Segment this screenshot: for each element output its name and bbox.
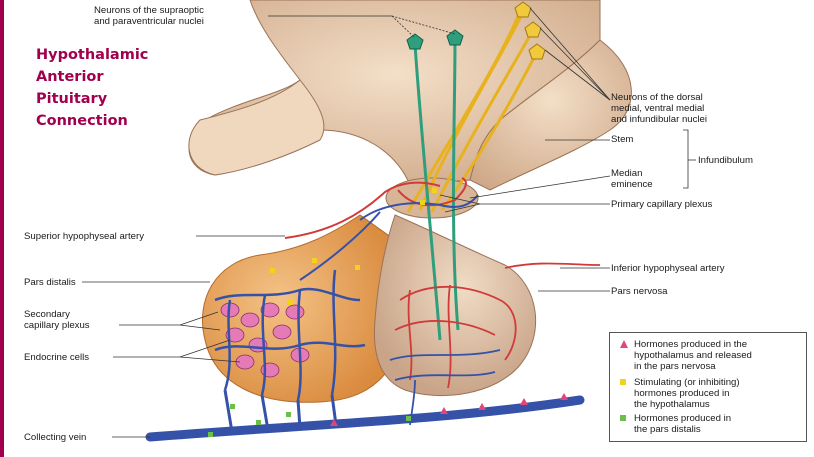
green-square-icon	[620, 415, 626, 421]
optic-fold	[188, 79, 325, 176]
label-secondary-capillary-plexus: Secondary capillary plexus	[24, 309, 90, 331]
posterior-capillaries-red	[394, 262, 601, 389]
stimulating-hormone-markers	[270, 188, 437, 305]
pars-distalis-hormone-markers	[208, 404, 411, 437]
vein-branches	[223, 389, 338, 433]
primary-capillary-plexus-blue	[299, 194, 479, 281]
title-line: Connection	[36, 113, 128, 129]
accent-bar	[0, 0, 4, 457]
label-median-eminence: Median eminence	[611, 168, 653, 190]
label-endocrine-cells: Endocrine cells	[24, 352, 90, 363]
title-line: Anterior	[36, 69, 104, 85]
label-infundibulum: Infundibulum	[698, 155, 753, 166]
diagram-title: Hypothalamic Anterior Pituitary Connecti…	[36, 44, 186, 132]
hypothalamic-hormone-markers	[330, 393, 568, 426]
legend: Hormones produced in the hypothalamus an…	[609, 332, 807, 442]
neurons-dorsal	[514, 1, 546, 60]
label-pars-nervosa: Pars nervosa	[611, 286, 668, 297]
label-stem: Stem	[611, 134, 634, 145]
yellow-square-icon	[620, 379, 626, 385]
neurons-supraoptic	[406, 29, 464, 50]
collecting-vein	[145, 395, 585, 442]
title-line: Hypothalamic	[36, 47, 149, 63]
triangle-icon	[620, 340, 628, 348]
label-superior-hypophyseal-artery: Superior hypophyseal artery	[24, 231, 144, 242]
label-supraoptic-neurons: Neurons of the supraoptic and paraventri…	[94, 5, 204, 27]
label-collecting-vein: Collecting vein	[24, 432, 87, 443]
label-pars-distalis: Pars distalis	[24, 277, 76, 288]
label-primary-capillary-plexus: Primary capillary plexus	[611, 199, 713, 210]
leader-lines	[82, 7, 696, 438]
label-inferior-hypophyseal-artery: Inferior hypophyseal artery	[611, 263, 725, 274]
secondary-capillary-plexus	[214, 269, 366, 401]
title-line: Pituitary	[36, 91, 108, 107]
primary-capillary-plexus-red	[284, 177, 467, 239]
label-dorsal-neurons: Neurons of the dorsal medial, ventral me…	[611, 92, 708, 125]
axons-green	[413, 39, 460, 341]
